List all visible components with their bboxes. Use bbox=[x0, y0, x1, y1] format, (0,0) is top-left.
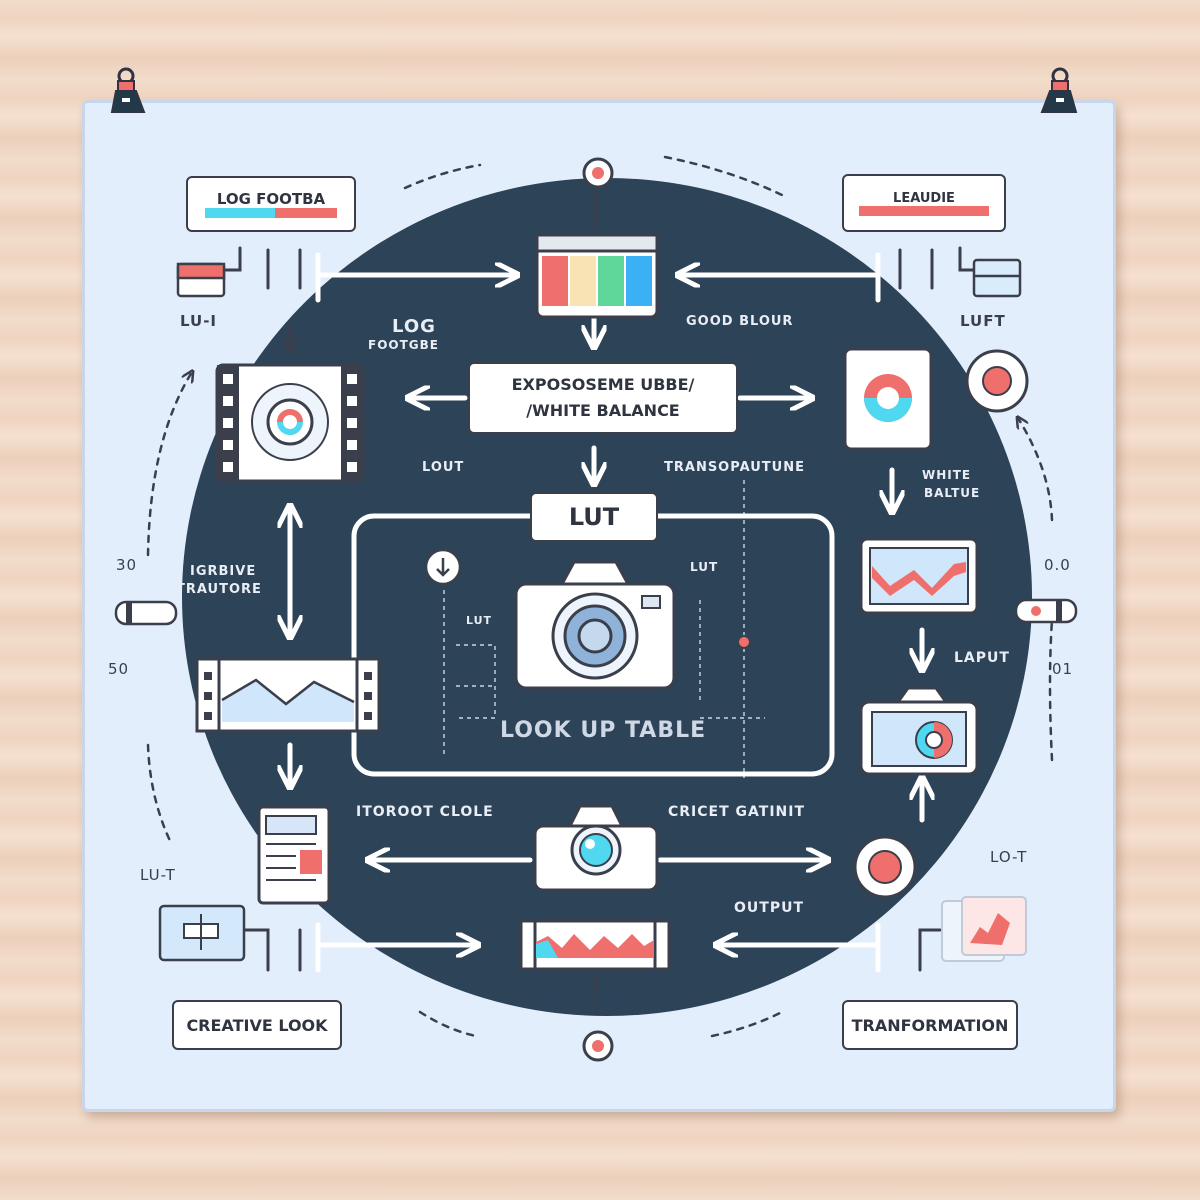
right-mini-widget-icon bbox=[972, 258, 1022, 298]
exposure-white-balance-box: EXPOSOSEME UBBE/ /WHITE BALANCE bbox=[468, 362, 738, 434]
film-strip-icon bbox=[215, 363, 365, 483]
num-right-top: 0.0 bbox=[1044, 556, 1071, 574]
cricet-label: CRICET GATINIT bbox=[668, 804, 805, 820]
log-caption-1: LOG bbox=[392, 316, 436, 337]
exposure-line-2: /WHITE BALANCE bbox=[526, 401, 680, 420]
marker-dot-icon bbox=[737, 635, 751, 649]
num-right-bottom: 01 bbox=[1052, 660, 1074, 678]
transformation-top-label: TRANSOPAUTUNE bbox=[664, 460, 805, 475]
exposure-line-1: EXPOSOSEME UBBE/ bbox=[511, 375, 695, 394]
right-slider[interactable] bbox=[1014, 598, 1078, 626]
lout-label: LOUT bbox=[422, 460, 465, 475]
top-right-bar bbox=[859, 205, 989, 216]
good-colour-label: GOOD BLOUR bbox=[686, 314, 794, 329]
pushpin-right-icon bbox=[1040, 67, 1078, 113]
color-chart-icon bbox=[535, 233, 659, 319]
left-mini-widget-icon bbox=[176, 262, 226, 298]
transformation-box: TRANFORMATION bbox=[842, 1000, 1018, 1050]
creative-label-1: IGRBIVE bbox=[190, 564, 257, 579]
layout-label: LAPUT bbox=[954, 650, 1010, 666]
left-lut-label-1: LU-I bbox=[180, 312, 218, 330]
right-camera-icon bbox=[859, 686, 979, 776]
transformation-label: TRANFORMATION bbox=[851, 1015, 1009, 1035]
itoroot-label: ITOROOT CLOLE bbox=[356, 804, 494, 820]
top-node-icon bbox=[582, 157, 614, 189]
lut-title-box: LUT bbox=[530, 492, 658, 542]
right-lut-label-1: LUFT bbox=[960, 312, 1006, 330]
creative-look-box: CREATIVE LOOK bbox=[172, 1000, 342, 1050]
look-up-table-label: LOOK UP TABLE bbox=[500, 718, 707, 743]
down-arrow-circle-icon[interactable] bbox=[422, 546, 464, 588]
top-right-box: LEAUDIE bbox=[842, 174, 1006, 232]
lut-small-label-2: LUT bbox=[466, 614, 493, 627]
left-graph-panel-icon bbox=[195, 657, 381, 733]
left-bottom-widget-icon bbox=[158, 904, 246, 962]
lut-small-label-1: LUT bbox=[690, 560, 719, 574]
log-footage-box: LOG FOOTBA bbox=[186, 176, 356, 232]
num-left-top: 30 bbox=[116, 556, 138, 574]
document-icon bbox=[257, 805, 331, 905]
left-slider[interactable] bbox=[114, 600, 178, 628]
top-right-label: LEAUDIE bbox=[893, 190, 955, 206]
record-button-icon[interactable] bbox=[964, 348, 1030, 414]
creative-label-2: TRAUTORE bbox=[176, 582, 262, 597]
bottom-node-icon bbox=[582, 1030, 614, 1062]
output-waveform-icon bbox=[519, 919, 671, 971]
log-footage-label: LOG FOOTBA bbox=[216, 190, 326, 208]
creative-look-label: CREATIVE LOOK bbox=[186, 1015, 328, 1035]
output-bottom-label: OUTPUT bbox=[548, 990, 637, 1011]
right-bottom-widget-icon bbox=[941, 896, 1027, 962]
left-lut-label-2: LU-T bbox=[140, 866, 176, 884]
num-left-bottom: 50 bbox=[108, 660, 130, 678]
camera-icon bbox=[514, 560, 676, 690]
white-balance-label-1: WHITE bbox=[922, 468, 972, 482]
bottom-right-dot-icon[interactable] bbox=[852, 834, 918, 900]
lut-title-label: LUT bbox=[568, 503, 620, 531]
right-lut-label-2: LO-T bbox=[990, 848, 1028, 866]
target-card-icon bbox=[843, 347, 933, 451]
bottom-camera-icon bbox=[533, 804, 659, 892]
pushpin-left-icon bbox=[110, 67, 146, 113]
output-right-label: OUTPUT bbox=[734, 900, 804, 916]
white-balance-label-2: BALTUE bbox=[924, 486, 981, 500]
log-caption-2: FOOTGBE bbox=[368, 338, 439, 352]
log-footage-bar bbox=[205, 208, 337, 218]
right-screen-graph-icon bbox=[859, 537, 979, 615]
